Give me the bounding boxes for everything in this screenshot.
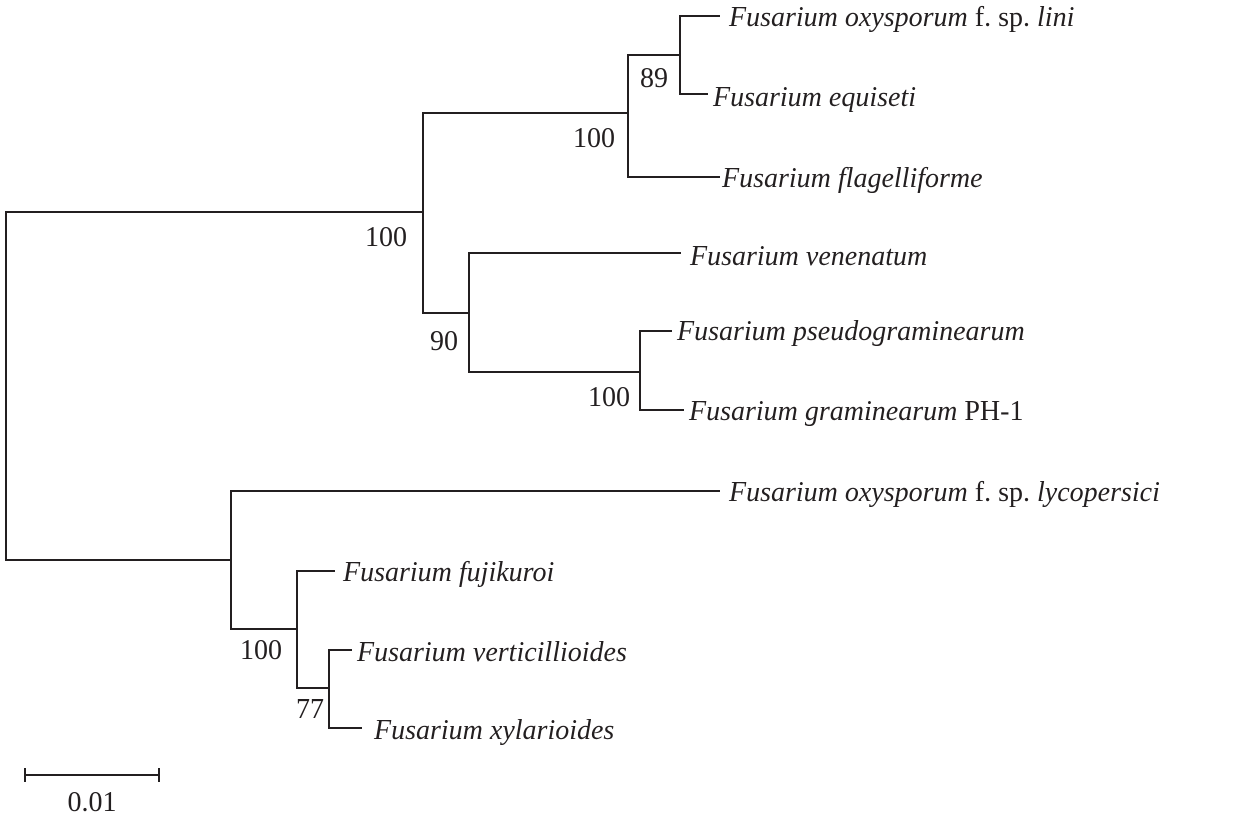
support-value: 77 bbox=[296, 694, 324, 725]
leaf-label: Fusarium venenatum bbox=[689, 241, 927, 272]
support-value: 100 bbox=[588, 382, 630, 413]
node-lower-fusarium bbox=[230, 490, 720, 630]
support-value: 100 bbox=[240, 635, 282, 666]
node-fujikuroi-group bbox=[296, 570, 335, 689]
node-lini-equiseti bbox=[679, 15, 720, 95]
leaf-label: Fusarium oxysporum f. sp. lycopersici bbox=[728, 477, 1160, 508]
leaf-label: Fusarium graminearum PH-1 bbox=[688, 396, 1023, 427]
support-value: 90 bbox=[430, 326, 458, 357]
node-verticillioides-xylarioides bbox=[328, 649, 362, 729]
support-value: 89 bbox=[640, 63, 668, 94]
leaf-label: Fusarium equiseti bbox=[712, 82, 916, 113]
support-value: 100 bbox=[573, 123, 615, 154]
node-lini-flagelliforme bbox=[627, 54, 720, 178]
root-node bbox=[5, 211, 424, 561]
leaf-label: Fusarium verticillioides bbox=[356, 637, 627, 668]
support-value: 100 bbox=[365, 222, 407, 253]
leaf-label: Fusarium pseudograminearum bbox=[676, 316, 1025, 347]
node-venenatum-graminearum bbox=[468, 252, 681, 373]
leaf-label: Fusarium flagelliforme bbox=[721, 163, 983, 194]
scale-bar: 0.01 bbox=[24, 768, 160, 813]
leaf-label: Fusarium fujikuroi bbox=[342, 557, 554, 588]
leaf-label: Fusarium oxysporum f. sp. lini bbox=[728, 2, 1074, 33]
scale-bar-label: 0.01 bbox=[68, 787, 117, 813]
node-upper-fusarium bbox=[422, 112, 629, 314]
node-pseudo-graminearum bbox=[639, 330, 684, 411]
leaf-label: Fusarium xylarioides bbox=[373, 715, 614, 746]
